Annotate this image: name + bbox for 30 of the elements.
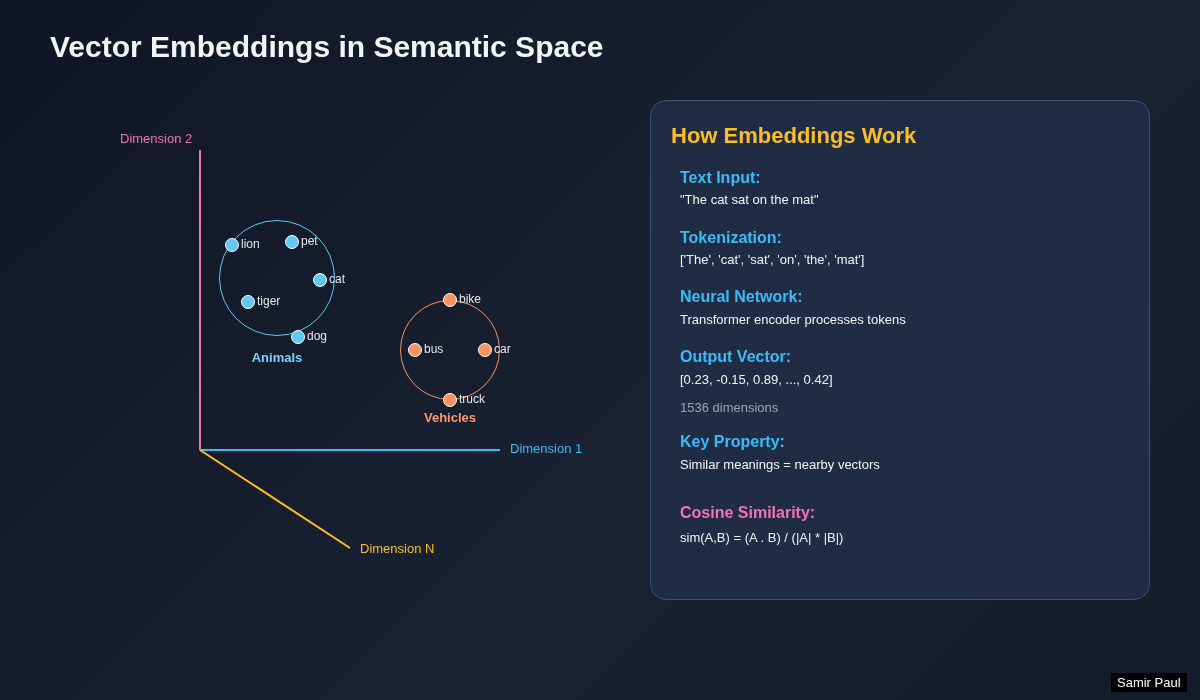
point-label: lion [241,237,260,251]
panel-heading: How Embeddings Work [671,123,917,149]
cluster-label: Vehicles [422,410,477,425]
section-text: ['The', 'cat', 'sat', 'on', 'the', 'mat'] [680,252,865,267]
info-panel [650,100,1150,600]
section-heading: Key Property: [680,433,785,451]
point-label: truck [459,392,485,406]
point-label: cat [329,272,345,286]
section-text: Transformer encoder processes tokens [680,312,906,327]
axis-label: Dimension 1 [510,441,583,456]
section-text: "The cat sat on the mat" [680,192,819,207]
section-text: sim(A,B) = (A . B) / (|A| * |B|) [680,530,844,545]
section-text: [0.23, -0.15, 0.89, ..., 0.42] [680,372,833,387]
axis-label: Dimension 2 [120,131,193,146]
diagram-title: Vector Embeddings in Semantic Space [50,30,604,64]
cluster-label: Animals [250,350,304,365]
point-label: tiger [257,294,281,308]
credit-text: Samir Paul [1111,673,1187,692]
section-heading: Cosine Similarity: [680,504,816,522]
section-text: 1536 dimensions [680,400,779,415]
section-heading: Output Vector: [680,348,792,366]
point-label: dog [307,329,328,343]
section-text: Similar meanings = nearby vectors [680,457,880,472]
axis-label: Dimension N [360,541,435,556]
point-label: bike [459,292,481,306]
section-heading: Text Input: [680,169,761,187]
section-heading: Tokenization: [680,229,782,247]
section-heading: Neural Network: [680,288,803,306]
point-label: pet [301,234,318,248]
point-label: bus [424,342,444,356]
